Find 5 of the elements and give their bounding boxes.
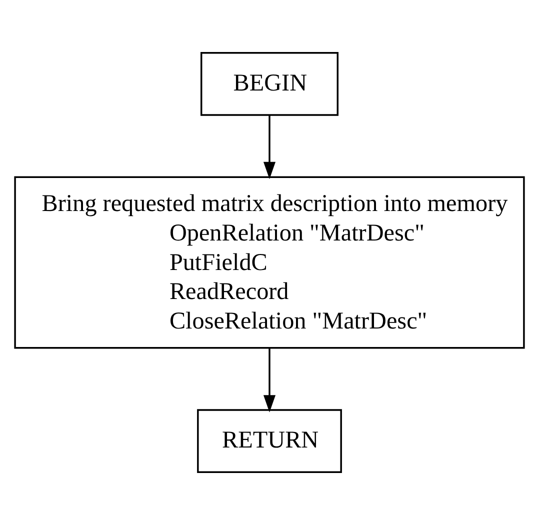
node-box: RETURN xyxy=(197,409,342,473)
node-box: Bring requested matrix description into memory OpenRelation "MatrDesc" PutFieldC ReadRecord CloseRelation "MatrDesc" xyxy=(14,176,525,349)
arrow xyxy=(263,348,276,412)
node-box: BEGIN xyxy=(200,52,338,116)
arrow xyxy=(263,115,276,180)
